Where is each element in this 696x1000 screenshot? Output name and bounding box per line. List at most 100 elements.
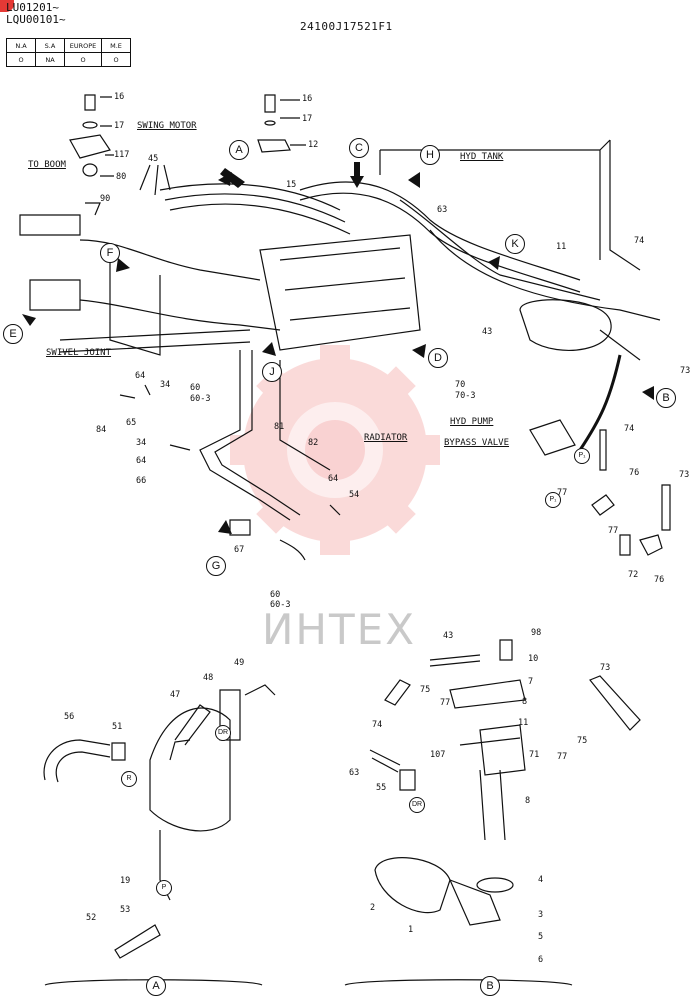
view-marker-b: B bbox=[656, 388, 676, 408]
part-number-72: 72 bbox=[628, 570, 639, 580]
serial-range: LU01201~ LQU00101~ bbox=[6, 2, 66, 26]
part-number-54: 54 bbox=[349, 490, 360, 500]
part-number-76a: 76 bbox=[629, 468, 640, 478]
view-marker-c: C bbox=[349, 138, 369, 158]
part-number-45: 45 bbox=[148, 154, 159, 164]
part-number-11b: 11 bbox=[518, 718, 529, 728]
part-number-7: 7 bbox=[528, 677, 534, 687]
market-table-value-row: O NA O O bbox=[6, 52, 131, 67]
part-number-80: 80 bbox=[116, 172, 127, 182]
label-hyd-tank: HYD TANK bbox=[460, 152, 504, 162]
part-number-16b: 16 bbox=[302, 94, 313, 104]
part-number-63b: 63 bbox=[349, 768, 360, 778]
part-number-98: 98 bbox=[531, 628, 542, 638]
market-header-sa: S.A bbox=[35, 38, 65, 53]
market-header-me: M.E bbox=[101, 38, 131, 53]
view-marker-f: F bbox=[100, 243, 120, 263]
view-marker-a: A bbox=[229, 140, 249, 160]
market-value-na: O bbox=[6, 52, 36, 67]
part-number-65: 65 bbox=[126, 418, 137, 428]
serial-line-1: LU01201~ bbox=[6, 1, 59, 14]
watermark-text: ИНТЕХ bbox=[262, 605, 416, 654]
symbol-p1: P₁ bbox=[574, 448, 590, 464]
label-bypass-valve: BYPASS VALVE bbox=[444, 438, 510, 448]
symbol-p1-b: P₁ bbox=[545, 492, 561, 508]
part-number-11: 11 bbox=[556, 242, 567, 252]
symbol-dr-a: DR bbox=[215, 725, 231, 741]
part-number-70: 70 bbox=[455, 380, 466, 390]
label-hyd-pump: HYD PUMP bbox=[450, 417, 494, 427]
market-value-me: O bbox=[101, 52, 131, 67]
part-number-63: 63 bbox=[437, 205, 448, 215]
symbol-r: R bbox=[121, 771, 137, 787]
market-header-na: N.A bbox=[6, 38, 36, 53]
part-number-77b: 77 bbox=[608, 526, 619, 536]
detail-label-a: A bbox=[146, 976, 166, 996]
part-number-34a: 34 bbox=[160, 380, 171, 390]
part-number-75a: 75 bbox=[420, 685, 431, 695]
label-swivel-joint: SWIVEL JOINT bbox=[46, 348, 112, 358]
part-number-34b: 34 bbox=[136, 438, 147, 448]
part-number-15: 15 bbox=[286, 180, 297, 190]
part-number-76b: 76 bbox=[654, 575, 665, 585]
part-number-60-3b: 60-3 bbox=[270, 600, 291, 610]
part-number-55: 55 bbox=[376, 783, 387, 793]
view-marker-d: D bbox=[428, 348, 448, 368]
part-number-47: 47 bbox=[170, 690, 181, 700]
part-number-16a: 16 bbox=[114, 92, 125, 102]
part-number-53: 53 bbox=[120, 905, 131, 915]
label-to-boom: TO BOOM bbox=[28, 160, 66, 170]
part-number-77d: 77 bbox=[557, 752, 568, 762]
part-number-8a: 8 bbox=[522, 697, 528, 707]
market-table: N.A S.A EUROPE M.E O NA O O bbox=[6, 38, 131, 67]
part-number-60: 60 bbox=[190, 383, 201, 393]
view-marker-e: E bbox=[3, 324, 23, 344]
symbol-p: P bbox=[156, 880, 172, 896]
part-number-1: 1 bbox=[408, 925, 414, 935]
part-number-82: 82 bbox=[308, 438, 319, 448]
part-number-64a: 64 bbox=[135, 371, 146, 381]
part-number-52: 52 bbox=[86, 913, 97, 923]
part-number-64b: 64 bbox=[136, 456, 147, 466]
label-radiator: RADIATOR bbox=[364, 433, 408, 443]
part-number-73: 73 bbox=[680, 366, 691, 376]
part-number-74c: 74 bbox=[372, 720, 383, 730]
part-number-6: 6 bbox=[538, 955, 544, 965]
label-swing-motor: SWING MOTOR bbox=[137, 121, 197, 131]
part-number-107: 107 bbox=[430, 750, 446, 760]
market-table-header-row: N.A S.A EUROPE M.E bbox=[6, 38, 131, 53]
part-number-43b: 43 bbox=[443, 631, 454, 641]
part-number-84: 84 bbox=[96, 425, 107, 435]
view-marker-g: G bbox=[206, 556, 226, 576]
part-number-12: 12 bbox=[308, 140, 319, 150]
part-number-90: 90 bbox=[100, 194, 111, 204]
part-number-81: 81 bbox=[274, 422, 285, 432]
part-number-10: 10 bbox=[528, 654, 539, 664]
market-value-sa: NA bbox=[35, 52, 65, 67]
part-number-4: 4 bbox=[538, 875, 544, 885]
part-number-117: 117 bbox=[114, 150, 130, 160]
view-marker-j: J bbox=[262, 362, 282, 382]
part-number-8b: 8 bbox=[525, 796, 531, 806]
part-number-74: 74 bbox=[634, 236, 645, 246]
part-number-17a: 17 bbox=[114, 121, 125, 131]
marker-badge bbox=[0, 0, 14, 12]
part-number-56: 56 bbox=[64, 712, 75, 722]
part-number-77a: 77 bbox=[557, 488, 568, 498]
symbol-dr-b: DR bbox=[409, 797, 425, 813]
part-number-77c: 77 bbox=[440, 698, 451, 708]
part-number-70-3: 70-3 bbox=[455, 391, 476, 401]
part-number-60b: 60 bbox=[270, 590, 281, 600]
part-number-67: 67 bbox=[234, 545, 245, 555]
part-number-3: 3 bbox=[538, 910, 544, 920]
part-number-73b: 73 bbox=[679, 470, 690, 480]
part-number-17b: 17 bbox=[302, 114, 313, 124]
part-number-5: 5 bbox=[538, 932, 544, 942]
part-number-19: 19 bbox=[120, 876, 131, 886]
part-number-48: 48 bbox=[203, 673, 214, 683]
view-marker-h: H bbox=[420, 145, 440, 165]
part-number-43: 43 bbox=[482, 327, 493, 337]
market-header-europe: EUROPE bbox=[64, 38, 102, 53]
part-number-60-3: 60-3 bbox=[190, 394, 211, 404]
